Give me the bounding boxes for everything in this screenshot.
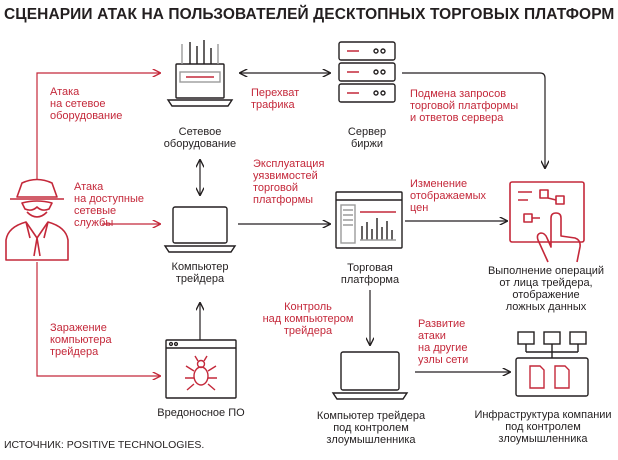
server-icon	[338, 41, 396, 103]
edge-infection	[36, 262, 160, 376]
network-nodes-icon	[515, 331, 589, 397]
hacker-icon	[5, 178, 69, 261]
source-note: ИСТОЧНИК: POSITIVE TECHNOLOGIES.	[4, 439, 205, 451]
laptop-controlled-icon	[331, 351, 409, 400]
label-attack-network: Атака на сетевое оборудование	[50, 86, 123, 122]
node-malware: Вредоносное ПО	[157, 407, 245, 419]
router-icon	[166, 40, 234, 107]
diagram-title: СЦЕНАРИИ АТАК НА ПОЛЬЗОВАТЕЛЕЙ ДЕСКТОПНЫ…	[4, 6, 615, 23]
malware-icon	[165, 339, 237, 399]
label-substitution: Подмена запросов торговой платформы и от…	[410, 88, 519, 124]
touchscreen-icon	[509, 181, 585, 263]
node-controlled-computer: Компьютер трейдера под контролем злоумыш…	[316, 410, 426, 446]
node-computer: Компьютер трейдера	[171, 261, 229, 285]
node-network: Сетевое оборудование	[163, 126, 237, 150]
label-price-change: Изменение отображаемых цен	[410, 178, 487, 214]
node-server: Сервер биржи	[347, 126, 387, 150]
flow-arrows	[200, 73, 545, 372]
laptop-icon	[163, 206, 237, 253]
attacker-paths	[36, 73, 160, 376]
node-infrastructure: Инфраструктура компании под контролем зл…	[474, 409, 612, 445]
label-control: Контроль над компьютером трейдера	[262, 301, 354, 337]
label-spread: Развитие атаки на другие узлы сети	[418, 318, 469, 366]
node-operations: Выполнение операций от лица трейдера, от…	[487, 265, 605, 313]
node-platform: Торговая платформа	[340, 262, 400, 286]
edge-attack-network	[36, 73, 160, 180]
platform-window-icon	[335, 191, 403, 249]
edge-substitution	[402, 72, 545, 168]
label-infection: Заражение компьютера трейдера	[50, 322, 112, 358]
label-attack-services: Атака на доступные сетевые службы	[74, 181, 145, 229]
label-exploitation: Эксплуатация уязвимостей торговой платфо…	[253, 158, 325, 206]
label-interception: Перехват трафика	[251, 87, 300, 111]
